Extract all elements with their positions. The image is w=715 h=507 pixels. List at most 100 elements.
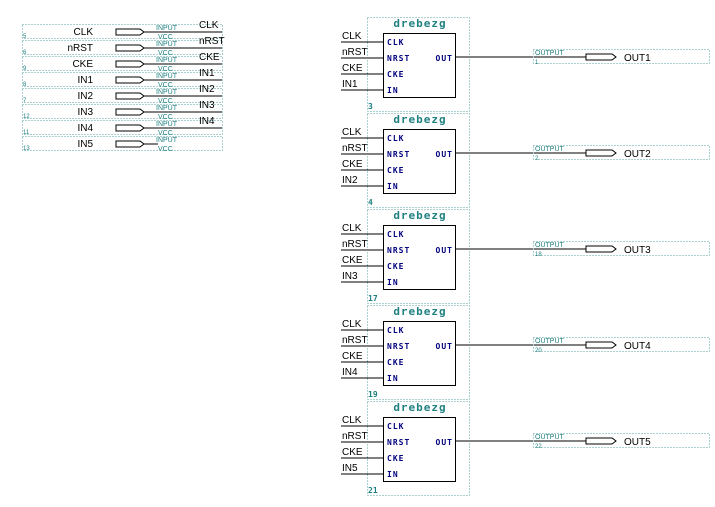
drebezg-block-2: drebezgCLKNRSTCKEINOUTCLKnRSTCKEIN24OUTP… bbox=[341, 113, 710, 208]
block-port-label: NRST bbox=[387, 246, 410, 255]
output-pin-out3: OUTPUT 18 OUT3 bbox=[533, 241, 710, 258]
output-pin-symbol bbox=[585, 341, 617, 349]
block-frame bbox=[367, 305, 470, 400]
input-pin-name: IN4 bbox=[77, 123, 93, 134]
block-port-label: CLK bbox=[387, 134, 404, 143]
input-pin-symbol bbox=[115, 76, 145, 84]
output-pin-number: 1 bbox=[535, 60, 539, 66]
output-pin-name: OUT2 bbox=[624, 149, 651, 160]
block-input-net-label: IN3 bbox=[342, 271, 358, 282]
input-pin-name: IN1 bbox=[77, 75, 93, 86]
input-net-label: IN4 bbox=[199, 116, 215, 127]
output-pin-frame bbox=[533, 145, 710, 160]
block-body bbox=[383, 417, 456, 482]
input-pin-symbol bbox=[115, 28, 145, 36]
block-out-port-label: OUT bbox=[436, 54, 453, 63]
block-port-label: CKE bbox=[387, 262, 404, 271]
block-input-net-label: nRST bbox=[342, 143, 368, 154]
input-pin-number: 12 bbox=[23, 114, 30, 120]
block-port-label: IN bbox=[387, 278, 399, 287]
input-pin-frame bbox=[22, 56, 223, 71]
block-title: drebezg bbox=[393, 209, 446, 222]
input-pin-number: 8 bbox=[23, 82, 27, 88]
input-pin-number: 5 bbox=[23, 34, 27, 40]
input-pin-name: IN3 bbox=[77, 107, 93, 118]
output-pin-type: OUTPUT bbox=[535, 242, 565, 249]
input-net-label: IN1 bbox=[199, 68, 215, 79]
drebezg-block-4: drebezgCLKNRSTCKEINOUTCLKnRSTCKEIN419OUT… bbox=[341, 305, 710, 400]
input-pin-type: INPUT bbox=[156, 89, 178, 96]
input-pin-type: INPUT bbox=[156, 137, 178, 144]
block-input-net-label: CLK bbox=[342, 319, 362, 330]
output-pin-frame bbox=[533, 433, 710, 448]
block-input-net-label: CLK bbox=[342, 31, 362, 42]
output-pin-name: OUT1 bbox=[624, 53, 651, 64]
input-pin-number: 9 bbox=[23, 66, 27, 72]
block-input-net-label: IN5 bbox=[342, 463, 358, 474]
drebezg-block-5: drebezgCLKNRSTCKEINOUTCLKnRSTCKEIN521OUT… bbox=[341, 401, 710, 496]
input-pin-symbol bbox=[115, 92, 145, 100]
input-net-label: CLK bbox=[199, 20, 219, 31]
block-frame bbox=[367, 17, 470, 112]
input-pin-symbol bbox=[115, 60, 145, 68]
blocks-group: drebezgCLKNRSTCKEINOUTCLKnRSTCKEIN13OUTP… bbox=[341, 17, 710, 496]
block-body bbox=[383, 129, 456, 194]
input-pin-symbol bbox=[115, 124, 145, 132]
block-port-label: CLK bbox=[387, 38, 404, 47]
block-port-label: NRST bbox=[387, 150, 410, 159]
input-pin-type: INPUT bbox=[156, 105, 178, 112]
block-instance-number: 19 bbox=[368, 390, 378, 399]
output-pin-frame bbox=[533, 337, 710, 352]
input-pin-number: 6 bbox=[23, 50, 27, 56]
block-input-net-label: CKE bbox=[342, 159, 363, 170]
block-port-label: IN bbox=[387, 470, 399, 479]
block-port-label: CKE bbox=[387, 358, 404, 367]
block-port-label: IN bbox=[387, 374, 399, 383]
block-port-label: NRST bbox=[387, 54, 410, 63]
block-title: drebezg bbox=[393, 113, 446, 126]
input-pin-number: 7 bbox=[23, 98, 27, 104]
block-port-label: IN bbox=[387, 182, 399, 191]
block-input-net-label: nRST bbox=[342, 431, 368, 442]
block-title: drebezg bbox=[393, 305, 446, 318]
output-pin-type: OUTPUT bbox=[535, 50, 565, 57]
block-port-label: NRST bbox=[387, 438, 410, 447]
output-pin-name: OUT4 bbox=[624, 341, 651, 352]
input-net-label: IN2 bbox=[199, 84, 215, 95]
output-pin-symbol bbox=[585, 53, 617, 61]
output-pin-name: OUT3 bbox=[624, 245, 651, 256]
block-frame bbox=[367, 113, 470, 208]
block-port-label: CKE bbox=[387, 454, 404, 463]
block-port-label: CLK bbox=[387, 326, 404, 335]
input-pin-number: 11 bbox=[23, 130, 30, 136]
input-pin-type: INPUT bbox=[156, 41, 178, 48]
input-pin-frame bbox=[22, 72, 223, 87]
output-pin-number: 20 bbox=[535, 348, 542, 354]
input-pin-vcc: VCC bbox=[158, 66, 173, 73]
output-pin-number: 18 bbox=[535, 252, 542, 258]
output-pin-type: OUTPUT bbox=[535, 338, 565, 345]
input-pin-vcc: VCC bbox=[158, 82, 173, 89]
output-pin-number: 22 bbox=[535, 444, 542, 450]
block-input-net-label: IN1 bbox=[342, 79, 358, 90]
input-pin-symbol bbox=[115, 140, 145, 148]
input-pin-frame bbox=[22, 104, 223, 119]
input-pin-name: CLK bbox=[74, 27, 94, 38]
block-out-port-label: OUT bbox=[436, 438, 453, 447]
block-input-net-label: CLK bbox=[342, 415, 362, 426]
block-port-label: CKE bbox=[387, 166, 404, 175]
input-pin-vcc: VCC bbox=[158, 114, 173, 121]
block-body bbox=[383, 225, 456, 290]
input-net-label: nRST bbox=[199, 36, 225, 47]
input-pin-symbol bbox=[115, 108, 145, 116]
output-pin-frame bbox=[533, 49, 710, 64]
block-input-net-label: CKE bbox=[342, 447, 363, 458]
block-input-net-label: nRST bbox=[342, 239, 368, 250]
input-pin-vcc: VCC bbox=[158, 130, 173, 137]
